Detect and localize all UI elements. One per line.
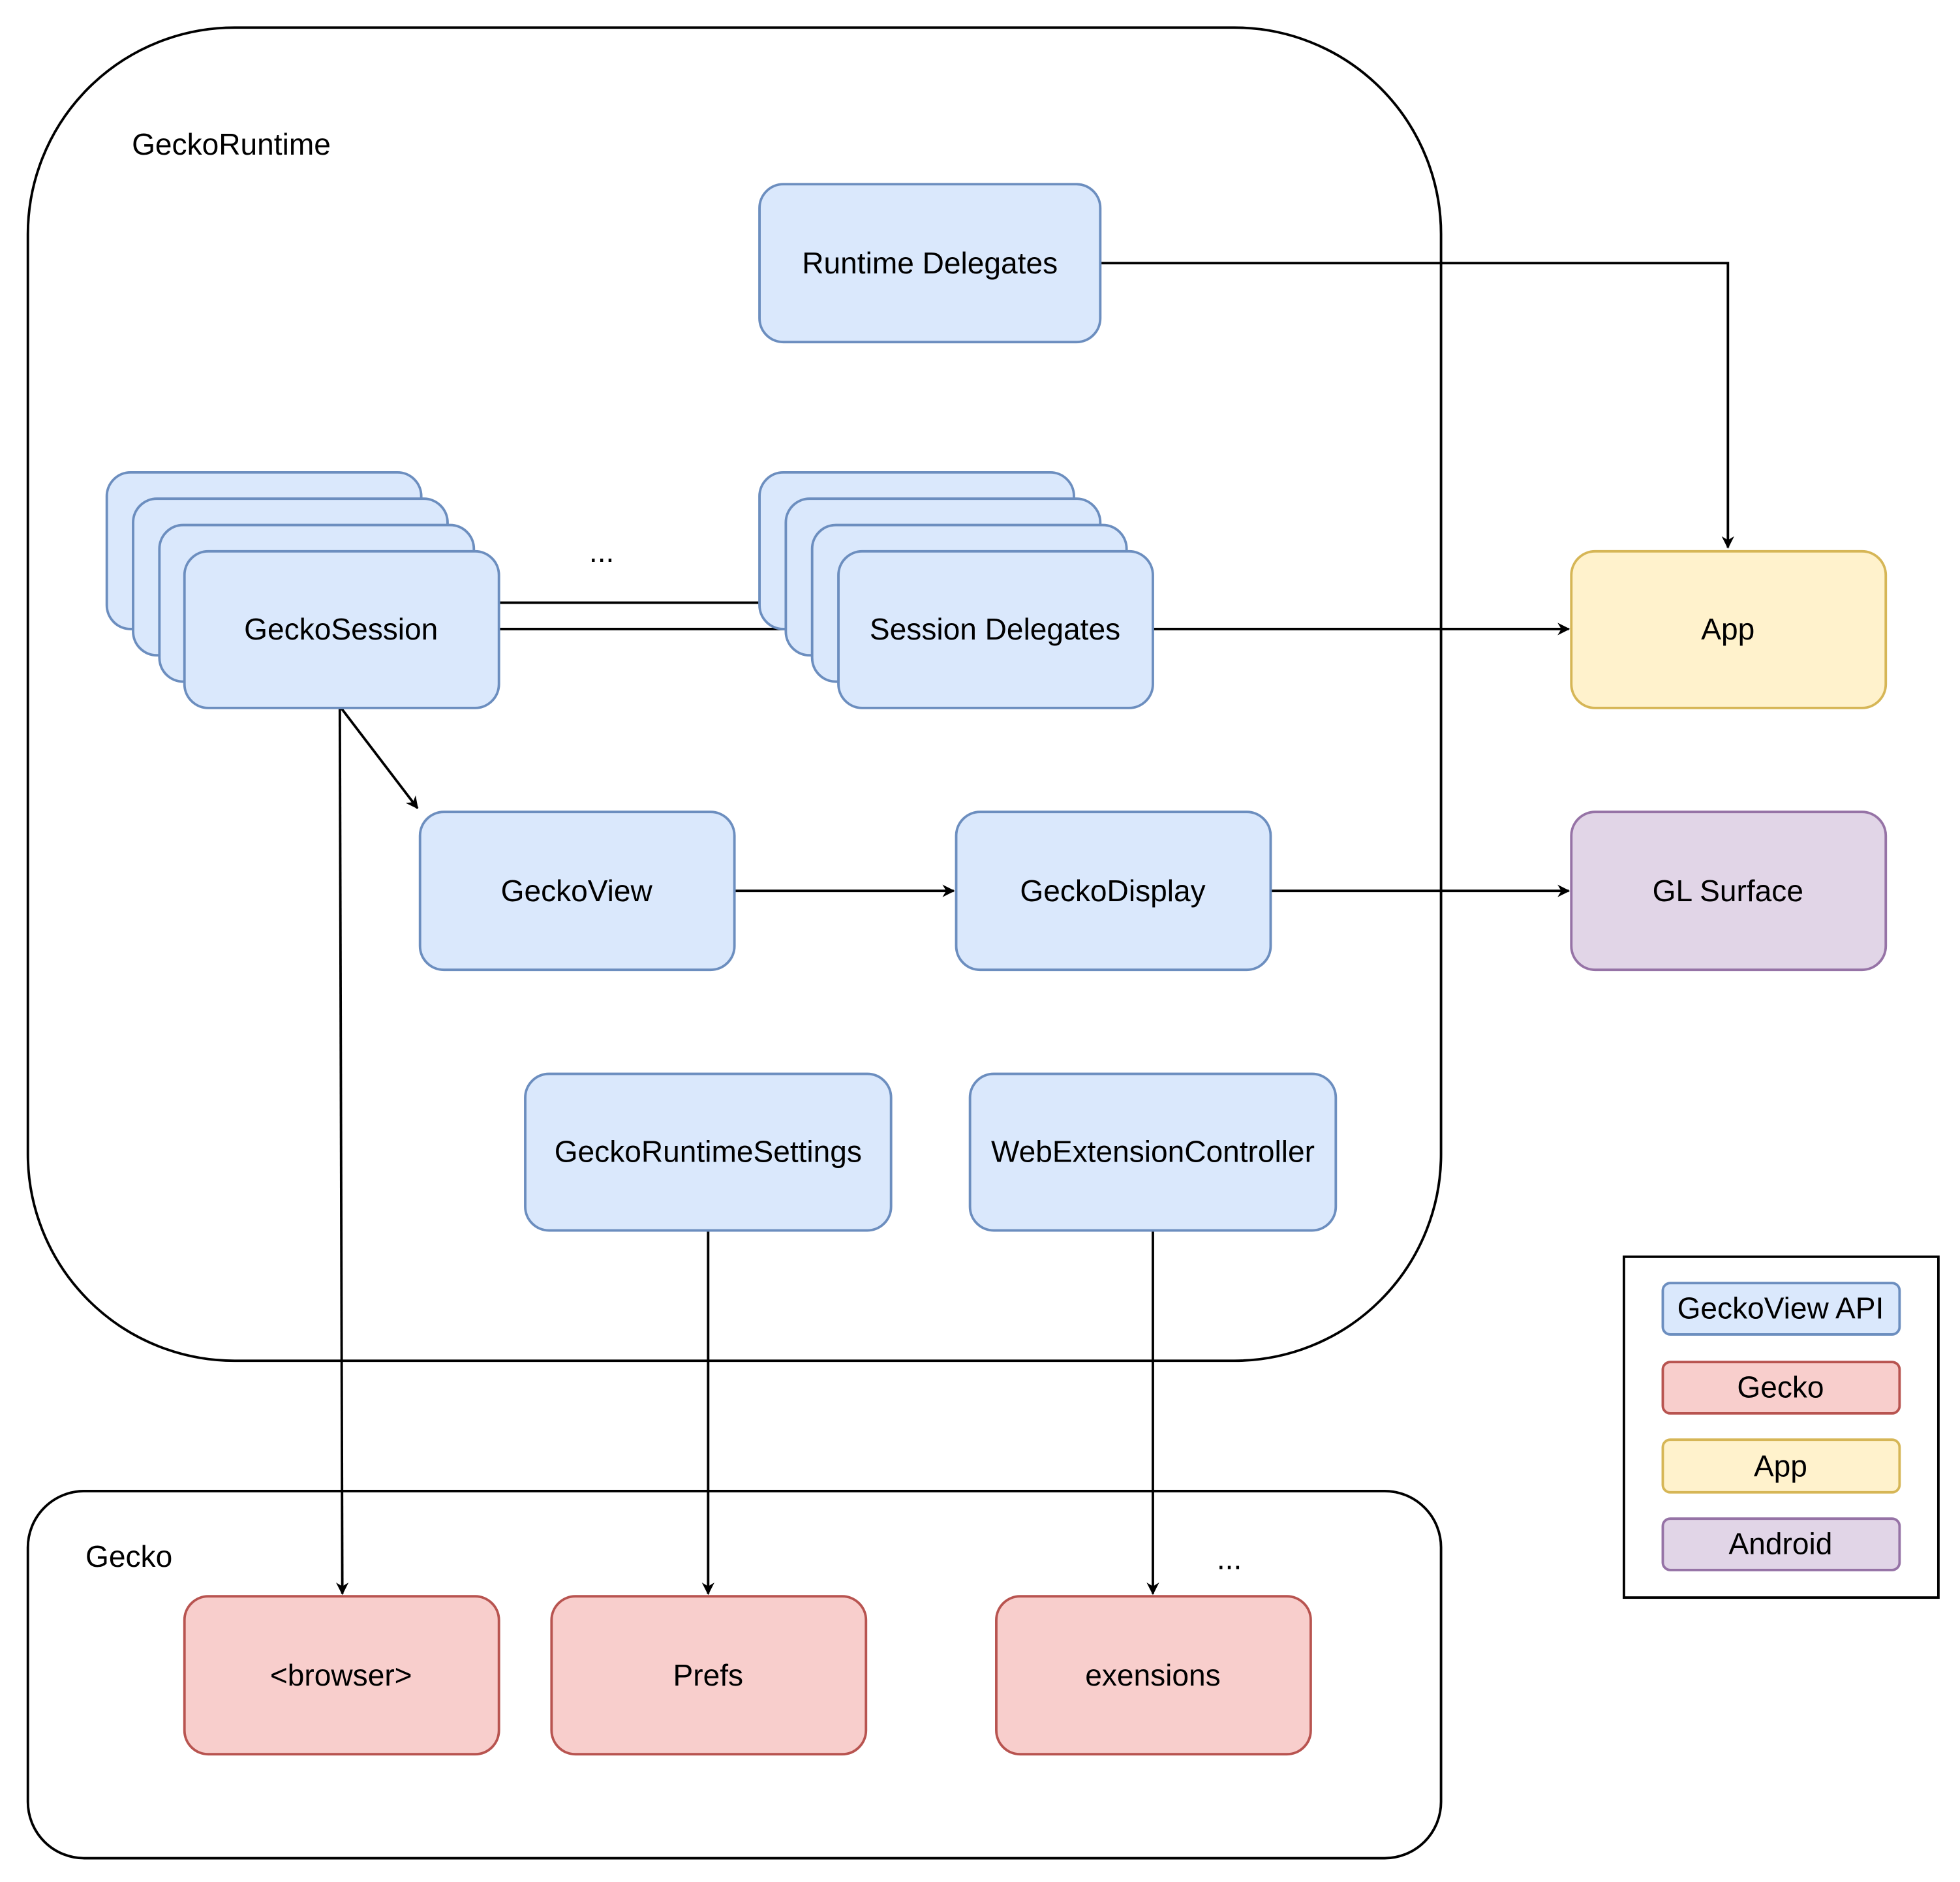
session-delegates-label: Session Delegates bbox=[870, 612, 1120, 646]
app-box bbox=[1570, 549, 1888, 709]
gl-surface-label: GL Surface bbox=[1653, 874, 1803, 908]
legend-label-app: App bbox=[1754, 1449, 1807, 1483]
webext-controller-label: WebExtensionController bbox=[991, 1135, 1315, 1169]
browser-box bbox=[183, 1595, 500, 1756]
gecko-runtime-label: GeckoRuntime bbox=[132, 127, 331, 161]
webext-controller-box bbox=[968, 1072, 1338, 1232]
browser-label: <browser> bbox=[270, 1658, 412, 1692]
gecko-label: Gecko bbox=[85, 1539, 172, 1573]
legend-swatch-android bbox=[1661, 1517, 1901, 1571]
legend-swatch-api bbox=[1661, 1282, 1901, 1336]
sessions-ellipsis: ... bbox=[589, 534, 614, 568]
edge-session-to-browser bbox=[336, 707, 349, 1596]
gecko-session-label: GeckoSession bbox=[244, 612, 438, 646]
gecko-runtime-container bbox=[26, 26, 1443, 1363]
gecko-session-box bbox=[183, 549, 500, 709]
extensions-label: exensions bbox=[1085, 1658, 1221, 1692]
legend-label-api: GeckoView API bbox=[1677, 1291, 1884, 1325]
legend-label-gecko: Gecko bbox=[1737, 1370, 1824, 1404]
legend-swatch-gecko bbox=[1661, 1361, 1901, 1415]
runtime-delegates-box bbox=[758, 183, 1102, 344]
runtime-delegates-label: Runtime Delegates bbox=[802, 246, 1058, 280]
gecko-view-label: GeckoView bbox=[501, 874, 653, 908]
runtime-settings-label: GeckoRuntimeSettings bbox=[555, 1135, 862, 1169]
runtime-settings-box bbox=[524, 1072, 893, 1232]
gecko-view-box bbox=[418, 810, 736, 972]
gecko-display-box bbox=[955, 810, 1272, 972]
prefs-box bbox=[550, 1595, 868, 1756]
legend-label-android: Android bbox=[1729, 1527, 1833, 1561]
gecko-display-label: GeckoDisplay bbox=[1020, 874, 1205, 908]
gecko-ellipsis: ... bbox=[1217, 1542, 1242, 1576]
extensions-box bbox=[995, 1595, 1312, 1756]
app-label: App bbox=[1701, 612, 1754, 646]
prefs-label: Prefs bbox=[673, 1658, 744, 1692]
session-delegates-box bbox=[837, 549, 1154, 709]
edge-runtime-delegates-to-app bbox=[1100, 262, 1734, 549]
legend-swatch-app bbox=[1661, 1438, 1901, 1494]
edge-session-to-view bbox=[340, 707, 419, 809]
gecko-container bbox=[26, 1490, 1443, 1860]
gl-surface-box bbox=[1570, 810, 1888, 972]
